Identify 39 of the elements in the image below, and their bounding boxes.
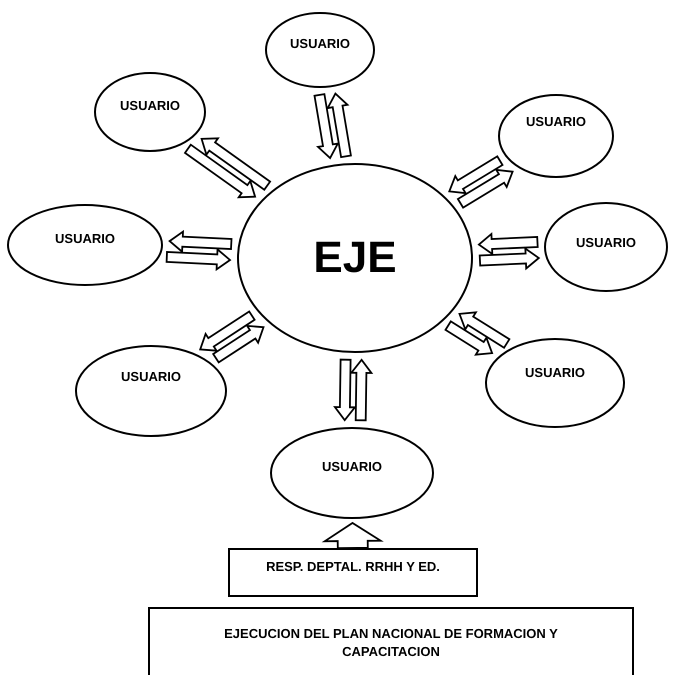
ellipse-node [75, 345, 227, 437]
block-arrow [350, 358, 374, 422]
node-label: USUARIO [120, 97, 180, 115]
ellipse-node [270, 427, 434, 519]
node-label: USUARIO [576, 234, 636, 252]
block-arrow [322, 522, 384, 550]
node-label: USUARIO [290, 35, 350, 53]
block-arrow [448, 155, 504, 194]
block-arrow [478, 246, 540, 270]
block-arrow [477, 232, 539, 256]
node-label: USUARIO [55, 230, 115, 248]
ellipse-node [94, 72, 206, 152]
block-arrow [212, 324, 265, 364]
block-arrow [198, 310, 256, 352]
block-arrow [458, 311, 511, 349]
node-label: USUARIO [121, 368, 181, 386]
node-label: USUARIO [526, 113, 586, 131]
ellipse-node [485, 338, 625, 428]
node-label: USUARIO [322, 458, 382, 476]
block-arrow [184, 143, 256, 198]
block-arrow [326, 92, 352, 158]
block-arrow [444, 320, 494, 356]
node-label: EJE [313, 232, 397, 284]
block-arrow [456, 168, 514, 209]
process-box [148, 607, 634, 675]
block-arrow [313, 93, 340, 160]
process-box [228, 548, 478, 597]
ellipse-node [265, 12, 375, 88]
ellipse-node [7, 204, 163, 286]
block-arrow [200, 137, 272, 191]
block-arrow [168, 230, 232, 254]
ellipse-node [237, 163, 473, 353]
ellipse-node [498, 94, 614, 178]
node-label: RESP. DEPTAL. RRHH Y ED. [266, 558, 440, 576]
block-arrow [166, 248, 232, 272]
node-label: EJECUCION DEL PLAN NACIONAL DE FORMACION Y CAPACITACION [223, 625, 559, 660]
node-label: USUARIO [525, 364, 585, 382]
block-arrow [333, 358, 357, 422]
ellipse-node [544, 202, 668, 292]
